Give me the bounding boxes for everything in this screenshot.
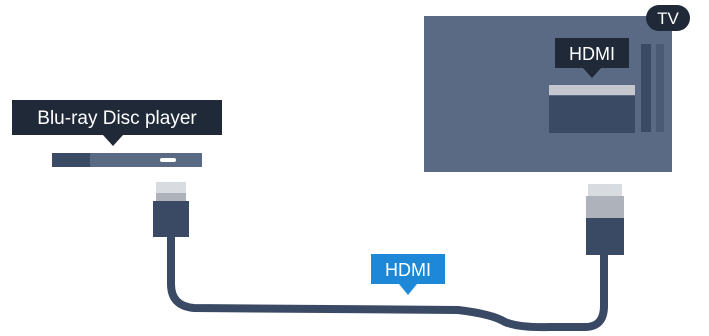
- tv-port-panel: [549, 85, 635, 95]
- cable-hdmi-label: HDMI: [371, 254, 445, 295]
- player-label-text: Blu-ray Disc player: [37, 108, 197, 129]
- cable-connector-right: [586, 184, 624, 255]
- hdmi-cable: HDMI: [153, 182, 624, 332]
- tv-side-panel: [641, 44, 651, 132]
- tv-hdmi-label-text: HDMI: [569, 44, 615, 64]
- tv-port-block: [549, 96, 635, 133]
- tv-side-panel-inner: [656, 44, 664, 132]
- tv-badge: TV: [646, 5, 690, 31]
- tv-hdmi-label: HDMI: [555, 38, 629, 78]
- player-label: Blu-ray Disc player: [12, 100, 222, 146]
- cable-wire: [167, 232, 608, 332]
- cable-hdmi-label-text: HDMI: [385, 260, 431, 280]
- bluray-player: Blu-ray Disc player: [12, 100, 222, 167]
- tv: TV HDMI: [424, 5, 690, 172]
- tv-badge-label: TV: [657, 9, 679, 28]
- player-disc-slot: [160, 158, 176, 162]
- cable-connector-left: [153, 182, 189, 237]
- player-body-dark: [52, 153, 90, 167]
